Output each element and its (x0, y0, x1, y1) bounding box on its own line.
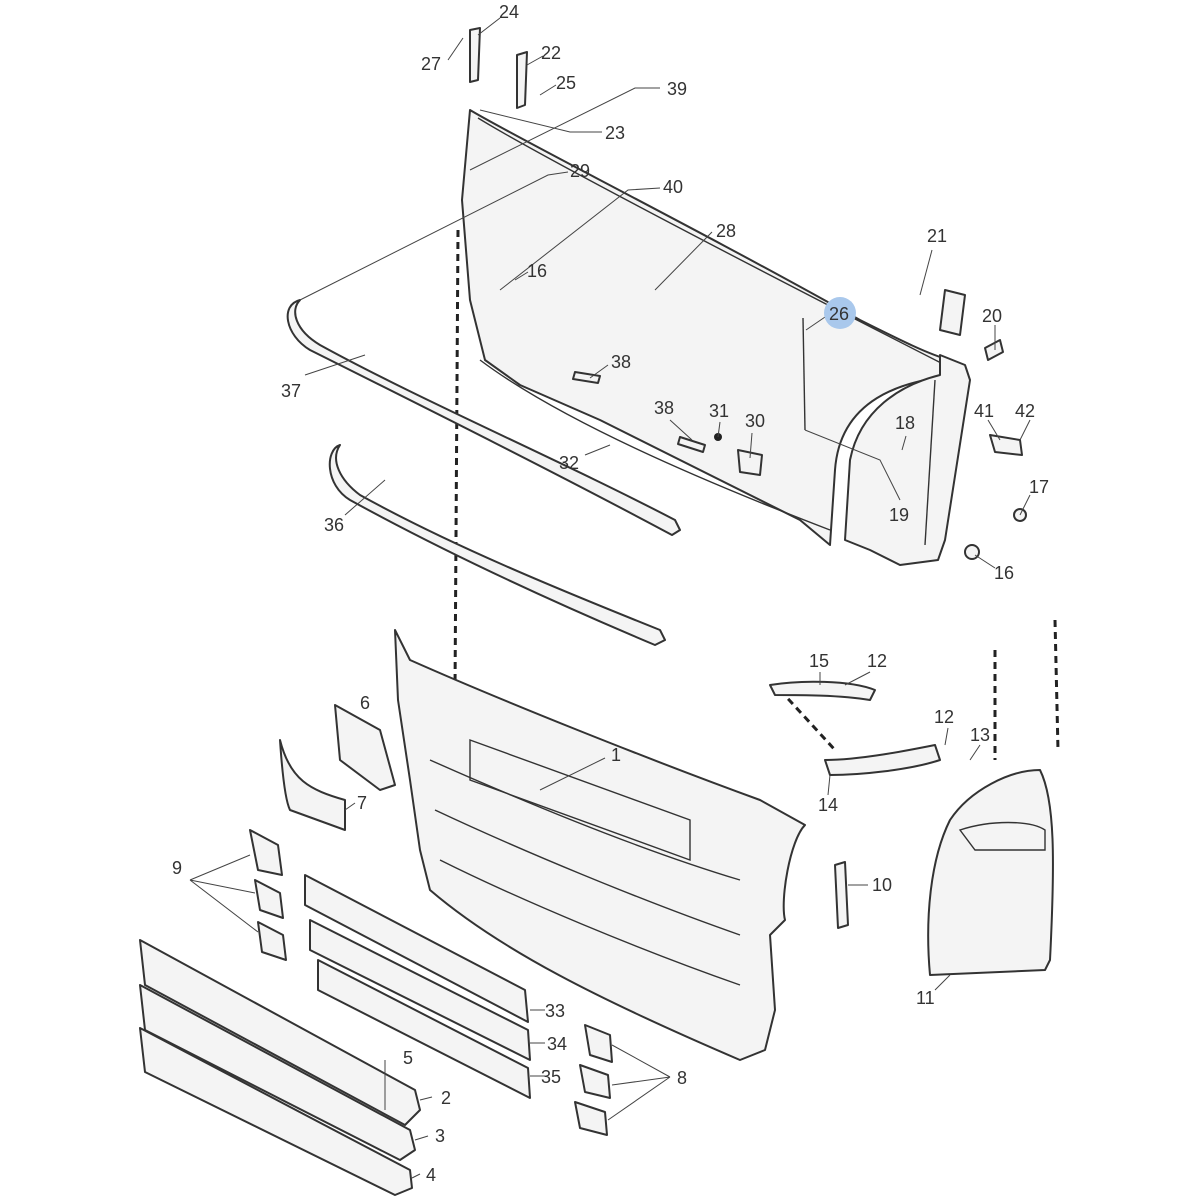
part-10 (834, 861, 849, 929)
part-21 (939, 289, 966, 336)
part-30 (737, 449, 763, 476)
part-37-bar (286, 299, 681, 536)
callout-12-upper[interactable]: 12 (867, 651, 887, 671)
callout-22[interactable]: 22 (541, 43, 561, 63)
part-8b (579, 1064, 611, 1099)
part-9a (249, 829, 283, 876)
callout-23[interactable]: 23 (605, 123, 625, 143)
dashed-guide-right (1053, 619, 1060, 751)
part-8c (574, 1101, 608, 1136)
callout-37[interactable]: 37 (281, 381, 301, 401)
callout-31[interactable]: 31 (709, 401, 729, 421)
callout-41[interactable]: 41 (974, 401, 994, 421)
callout-2[interactable]: 2 (441, 1088, 451, 1108)
part-38b (677, 436, 706, 453)
callout-15[interactable]: 15 (809, 651, 829, 671)
callout-25[interactable]: 25 (556, 73, 576, 93)
part-9b (254, 879, 284, 919)
callout-39[interactable]: 39 (667, 79, 687, 99)
callout-35[interactable]: 35 (541, 1067, 561, 1087)
part-26-rod (802, 317, 806, 431)
part-33-slat (304, 874, 529, 1023)
callout-3[interactable]: 3 (435, 1126, 445, 1146)
callout-32[interactable]: 32 (559, 453, 579, 473)
part-20 (984, 339, 1004, 361)
part-14-trim (824, 744, 941, 776)
callout-19[interactable]: 19 (889, 505, 909, 525)
callout-38-lower[interactable]: 38 (654, 398, 674, 418)
callout-labels: 24 27 22 25 39 23 29 40 28 16 21 26 20 3… (172, 2, 1049, 1185)
part-16-grommet (964, 544, 980, 560)
part-35-slat (317, 959, 531, 1099)
callout-40[interactable]: 40 (663, 177, 683, 197)
callout-21[interactable]: 21 (927, 226, 947, 246)
part-8a (584, 1024, 613, 1063)
callout-20[interactable]: 20 (982, 306, 1002, 326)
part-6 (334, 704, 396, 791)
callout-17[interactable]: 17 (1029, 477, 1049, 497)
callout-8[interactable]: 8 (677, 1068, 687, 1088)
part-9c (257, 921, 287, 961)
leader-lines (189, 17, 1031, 1179)
callout-5[interactable]: 5 (403, 1048, 413, 1068)
callout-18[interactable]: 18 (895, 413, 915, 433)
part-24 (469, 27, 481, 83)
part-11-panel (927, 769, 1054, 976)
callout-14[interactable]: 14 (818, 795, 838, 815)
part-34-slat (309, 919, 531, 1061)
callout-29[interactable]: 29 (570, 161, 590, 181)
part-7 (279, 739, 346, 831)
upper-frame (461, 109, 971, 566)
part-41 (989, 434, 1023, 456)
part-36-bar (328, 444, 666, 646)
part-2-slat (139, 939, 421, 1126)
callout-36[interactable]: 36 (324, 515, 344, 535)
part-1-grille (394, 629, 806, 1061)
part-4-slat (139, 1027, 413, 1196)
callout-4[interactable]: 4 (426, 1165, 436, 1185)
part-38a (572, 371, 601, 384)
callout-38-upper[interactable]: 38 (611, 352, 631, 372)
callout-11[interactable]: 11 (916, 988, 935, 1008)
dashed-guide-left (453, 229, 460, 691)
callout-42[interactable]: 42 (1015, 401, 1035, 421)
callout-16-bottom[interactable]: 16 (994, 563, 1014, 583)
callout-24[interactable]: 24 (499, 2, 519, 22)
callout-33[interactable]: 33 (545, 1001, 565, 1021)
callout-12-lower[interactable]: 12 (934, 707, 954, 727)
callout-1[interactable]: 1 (611, 745, 621, 765)
callout-28[interactable]: 28 (716, 221, 736, 241)
callout-34[interactable]: 34 (547, 1034, 567, 1054)
callout-9[interactable]: 9 (172, 858, 182, 878)
dashed-guide-trim (778, 688, 837, 752)
callout-13[interactable]: 13 (970, 725, 990, 745)
part-15-trim (769, 680, 876, 701)
highlight-circle (824, 297, 856, 329)
callout-7[interactable]: 7 (357, 793, 367, 813)
callout-16-top[interactable]: 16 (527, 261, 547, 281)
callout-10[interactable]: 10 (872, 875, 892, 895)
callout-30[interactable]: 30 (745, 411, 765, 431)
callout-27[interactable]: 27 (421, 54, 441, 74)
part-3-slat (139, 984, 416, 1161)
callout-26[interactable]: 26 (829, 304, 849, 324)
callout-6[interactable]: 6 (360, 693, 370, 713)
part-22 (516, 51, 528, 109)
